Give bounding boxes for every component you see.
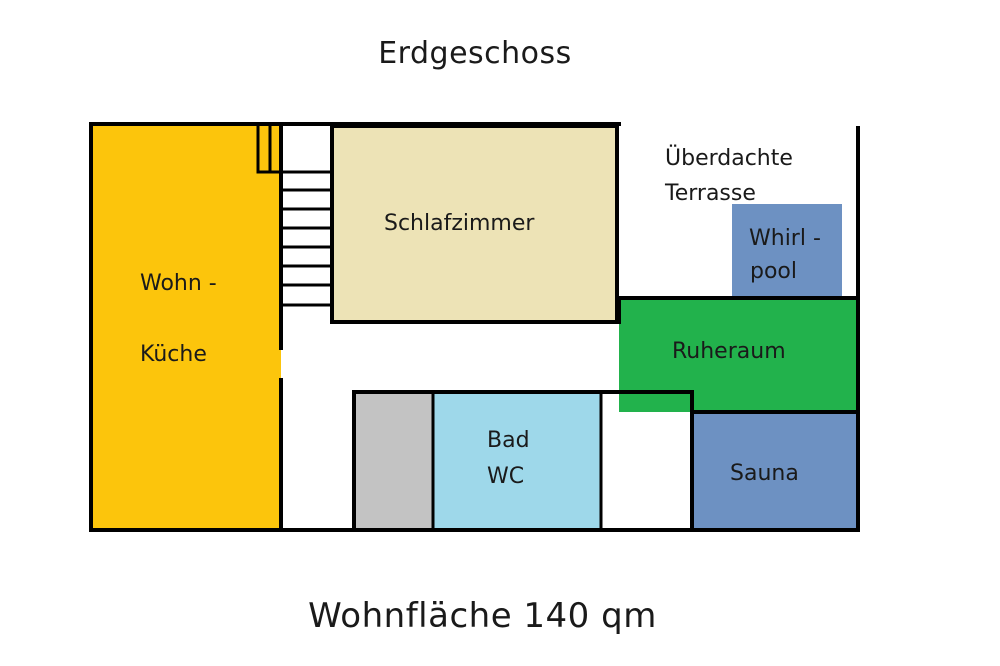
room-bad-wc xyxy=(433,392,601,529)
label-terrasse-2: Terrasse xyxy=(664,181,756,206)
label-whirlpool-2: pool xyxy=(750,259,797,284)
label-wc: WC xyxy=(487,464,524,489)
label-terrasse-1: Überdachte xyxy=(665,145,793,171)
room-wohn-kueche xyxy=(91,124,281,530)
plan-title: Erdgeschoss xyxy=(378,36,572,71)
label-bad: Bad xyxy=(487,428,530,453)
label-wohn-kueche-2: Küche xyxy=(140,342,207,367)
room-sauna xyxy=(694,414,857,530)
room-abstellraum xyxy=(354,392,433,529)
walls xyxy=(89,122,860,532)
living-area-caption: Wohnfläche 140 qm xyxy=(308,596,657,636)
label-sauna: Sauna xyxy=(730,461,799,486)
label-wohn-kueche-1: Wohn - xyxy=(140,271,217,296)
label-schlafzimmer: Schlafzimmer xyxy=(384,211,535,236)
label-ruheraum: Ruheraum xyxy=(672,339,786,364)
label-whirlpool-1: Whirl - xyxy=(749,226,821,251)
room-schlafzimmer xyxy=(332,126,617,322)
room-whirlpool xyxy=(732,204,842,298)
